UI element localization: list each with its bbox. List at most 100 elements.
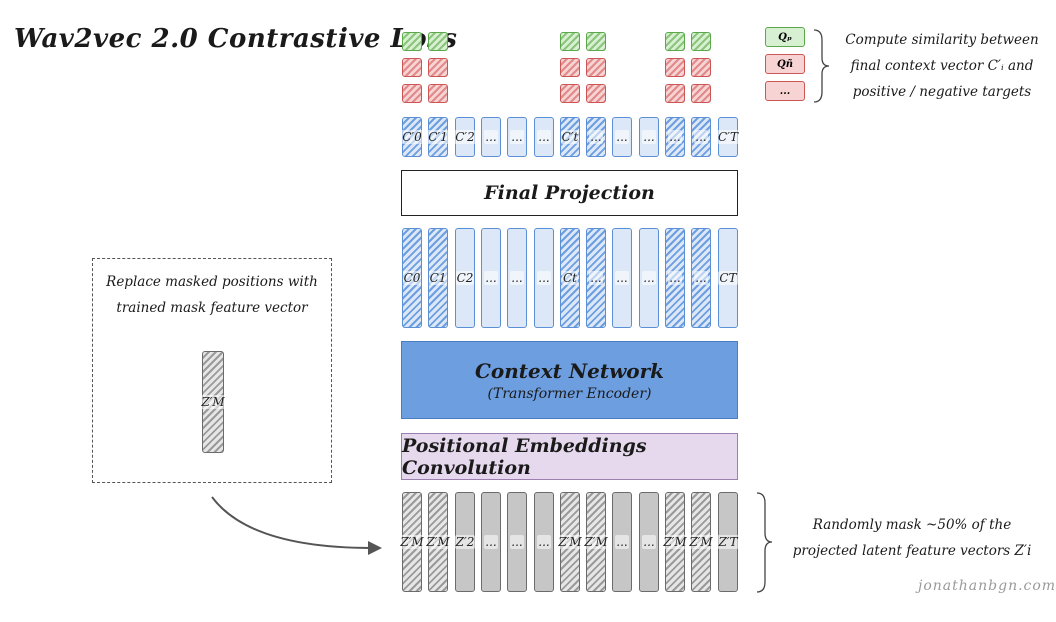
projected-context-vector-label: C′T: [717, 130, 739, 144]
projected-context-vector-label: ...: [537, 130, 551, 144]
context-vector: C0: [402, 228, 422, 328]
latent-vector: Z′M: [688, 492, 714, 592]
positive-target: [560, 32, 580, 51]
projected-context-vector-label: ...: [668, 130, 682, 144]
projected-context-vector: ...: [612, 117, 632, 157]
projected-context-vector-label: ...: [615, 130, 629, 144]
projected-context-vector: ...: [639, 117, 659, 157]
mask-feature-vector: Z′M: [200, 351, 226, 453]
mask-note-line-1: Replace masked positions with: [106, 274, 318, 290]
negative-target: [560, 58, 580, 77]
legend-note-line-1: Compute similarity between: [845, 32, 1039, 48]
projected-context-vector: ...: [586, 117, 606, 157]
context-vector-label: CT: [718, 271, 738, 285]
projected-context-vector-label: ...: [589, 130, 603, 144]
latent-vector: Z′T: [717, 492, 739, 592]
context-vector-label: Ct: [561, 271, 578, 285]
negative-target: [560, 84, 580, 103]
latent-vector: ...: [507, 492, 527, 592]
mask-feature-vector-label: Z′M: [200, 395, 226, 409]
context-vector: C2: [455, 228, 475, 328]
context-vector-label: ...: [694, 271, 708, 285]
watermark: jonathanbgn.com: [918, 578, 1056, 594]
projected-context-vector-label: ...: [694, 130, 708, 144]
latent-vector: ...: [534, 492, 554, 592]
projected-context-vector-label: ...: [510, 130, 524, 144]
latent-vector: ...: [481, 492, 501, 592]
context-vector: ...: [639, 228, 659, 328]
latent-vector-label: Z′M: [688, 535, 714, 549]
positional-embeddings-label: Positional Embeddings Convolution: [402, 434, 647, 479]
latent-vector: ...: [612, 492, 632, 592]
projected-context-vector-label: C′2: [454, 130, 476, 144]
context-network-box: Context Network (Transformer Encoder): [401, 341, 738, 419]
latent-vector: Z′M: [662, 492, 688, 592]
context-vector: ...: [586, 228, 606, 328]
positive-target: [428, 32, 448, 51]
projected-context-vector: ...: [507, 117, 527, 157]
latent-vector: Z′2: [454, 492, 476, 592]
latent-vector: Z′M: [583, 492, 609, 592]
context-vector: Ct: [560, 228, 580, 328]
context-vector-label: ...: [589, 271, 603, 285]
final-projection-box: Final Projection: [401, 170, 738, 216]
mask-note-text: Replace masked positions with trained ma…: [93, 269, 331, 321]
projected-context-vector-label: C′0: [401, 130, 423, 144]
projected-context-vector: ...: [481, 117, 501, 157]
context-vector: ...: [507, 228, 527, 328]
projected-context-vector: C′1: [427, 117, 449, 157]
random-mask-note: Randomly mask ~50% of the projected late…: [782, 512, 1042, 564]
legend-key-label: Qₚ: [778, 31, 792, 43]
negative-target: [586, 58, 606, 77]
final-projection-label: Final Projection: [484, 182, 655, 204]
context-vector: CT: [718, 228, 738, 328]
negative-target: [586, 84, 606, 103]
context-vector: ...: [534, 228, 554, 328]
context-vector-label: ...: [537, 271, 551, 285]
diagram-title: Wav2vec 2.0 Contrastive Loss: [14, 24, 458, 54]
latent-vector-label: Z′T: [717, 535, 739, 549]
projected-context-vector: C′0: [401, 117, 423, 157]
legend-key-red: Qñ: [765, 54, 805, 74]
latent-vector-label: ...: [510, 535, 524, 549]
positional-embeddings-box: Positional Embeddings Convolution: [401, 433, 738, 480]
projected-context-vector-label: C′1: [427, 130, 449, 144]
latent-vector-label: ...: [537, 535, 551, 549]
legend-key-green: Qₚ: [765, 27, 805, 47]
legend-note-line-2: final context vector C′ᵢ and: [850, 58, 1034, 74]
context-vector: ...: [691, 228, 711, 328]
negative-target: [428, 58, 448, 77]
latent-vector: Z′M: [557, 492, 583, 592]
latent-vector-label: ...: [642, 535, 656, 549]
negative-target: [402, 58, 422, 77]
context-vector: ...: [665, 228, 685, 328]
context-vector-label: C0: [402, 271, 422, 285]
context-vector-label: ...: [642, 271, 656, 285]
projected-context-vector-label: ...: [484, 130, 498, 144]
latent-vector-label: Z′M: [557, 535, 583, 549]
context-vector-label: ...: [484, 271, 498, 285]
latent-vector-label: Z′M: [662, 535, 688, 549]
random-mask-note-line-2: projected latent feature vectors Z′i: [792, 543, 1032, 559]
positive-target: [586, 32, 606, 51]
legend-note-line-3: positive / negative targets: [852, 84, 1032, 100]
projected-context-vector: C′t: [560, 117, 580, 157]
context-network-sublabel: (Transformer Encoder): [487, 385, 652, 402]
latent-vector: Z′M: [425, 492, 451, 592]
latent-vector-label: Z′2: [454, 535, 476, 549]
legend-key-label: Qñ: [777, 58, 793, 70]
latent-vector-label: ...: [484, 535, 498, 549]
legend-note: Compute similarity between final context…: [842, 27, 1042, 105]
legend-key-red: ...: [765, 81, 805, 101]
projected-context-vector: C′T: [717, 117, 739, 157]
negative-target: [402, 84, 422, 103]
positive-target: [402, 32, 422, 51]
latent-vector-label: Z′M: [583, 535, 609, 549]
projected-context-vector: ...: [534, 117, 554, 157]
negative-target: [665, 84, 685, 103]
projected-context-vector-label: ...: [642, 130, 656, 144]
context-vector-label: ...: [510, 271, 524, 285]
mask-note-line-2: trained mask feature vector: [116, 300, 308, 316]
projected-context-vector: ...: [665, 117, 685, 157]
